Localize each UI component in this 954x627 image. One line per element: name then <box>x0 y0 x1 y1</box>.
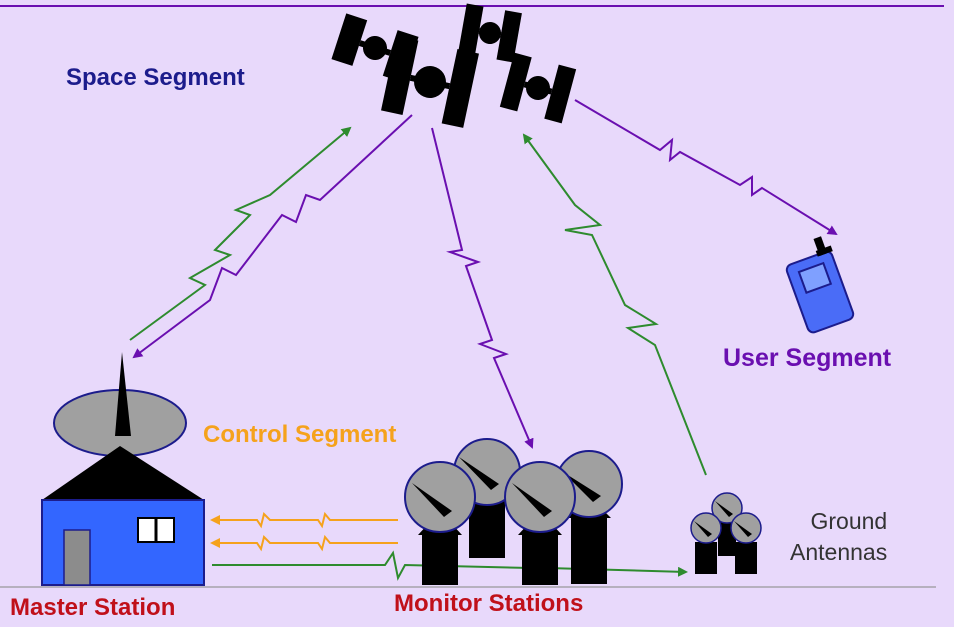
building-door <box>63 529 91 586</box>
master-uplink-signal <box>129 126 352 341</box>
ground-antennas <box>690 492 762 574</box>
monitor-stations-label: Monitor Stations <box>394 590 584 617</box>
control-link-signal <box>210 511 398 529</box>
master-station-label: Master Station <box>10 594 176 621</box>
satellite-icon <box>499 52 577 124</box>
control-link-signal <box>210 534 398 552</box>
ground-antennas-label-line1: Ground <box>810 508 888 534</box>
control-segment-label: Control Segment <box>203 421 397 448</box>
ground-antennas-label-line2: Antennas <box>790 539 888 565</box>
monitor-stations <box>404 438 623 585</box>
master-downlink-signal <box>132 114 413 359</box>
satellite-icon <box>458 3 522 63</box>
dish-antenna-icon <box>404 461 476 533</box>
dish-antenna-icon <box>504 461 576 533</box>
ground-antennas-label: Ground Antennas <box>790 506 887 568</box>
dish-antenna-icon <box>711 492 743 524</box>
space-segment-label: Space Segment <box>66 64 245 91</box>
ground-uplink-signal <box>522 133 707 476</box>
antenna-spike <box>115 352 131 436</box>
monitor-downlink-signal <box>431 127 534 449</box>
satellite-icon <box>381 36 479 128</box>
building-roof <box>42 446 204 500</box>
user-downlink-signal <box>574 99 838 236</box>
gps-receiver-icon <box>785 236 855 334</box>
user-segment-label: User Segment <box>723 344 892 372</box>
dish-antenna-icon <box>730 512 762 544</box>
satellite-constellation <box>331 3 577 128</box>
dish-antenna-icon <box>690 512 722 544</box>
master-station <box>41 352 205 586</box>
